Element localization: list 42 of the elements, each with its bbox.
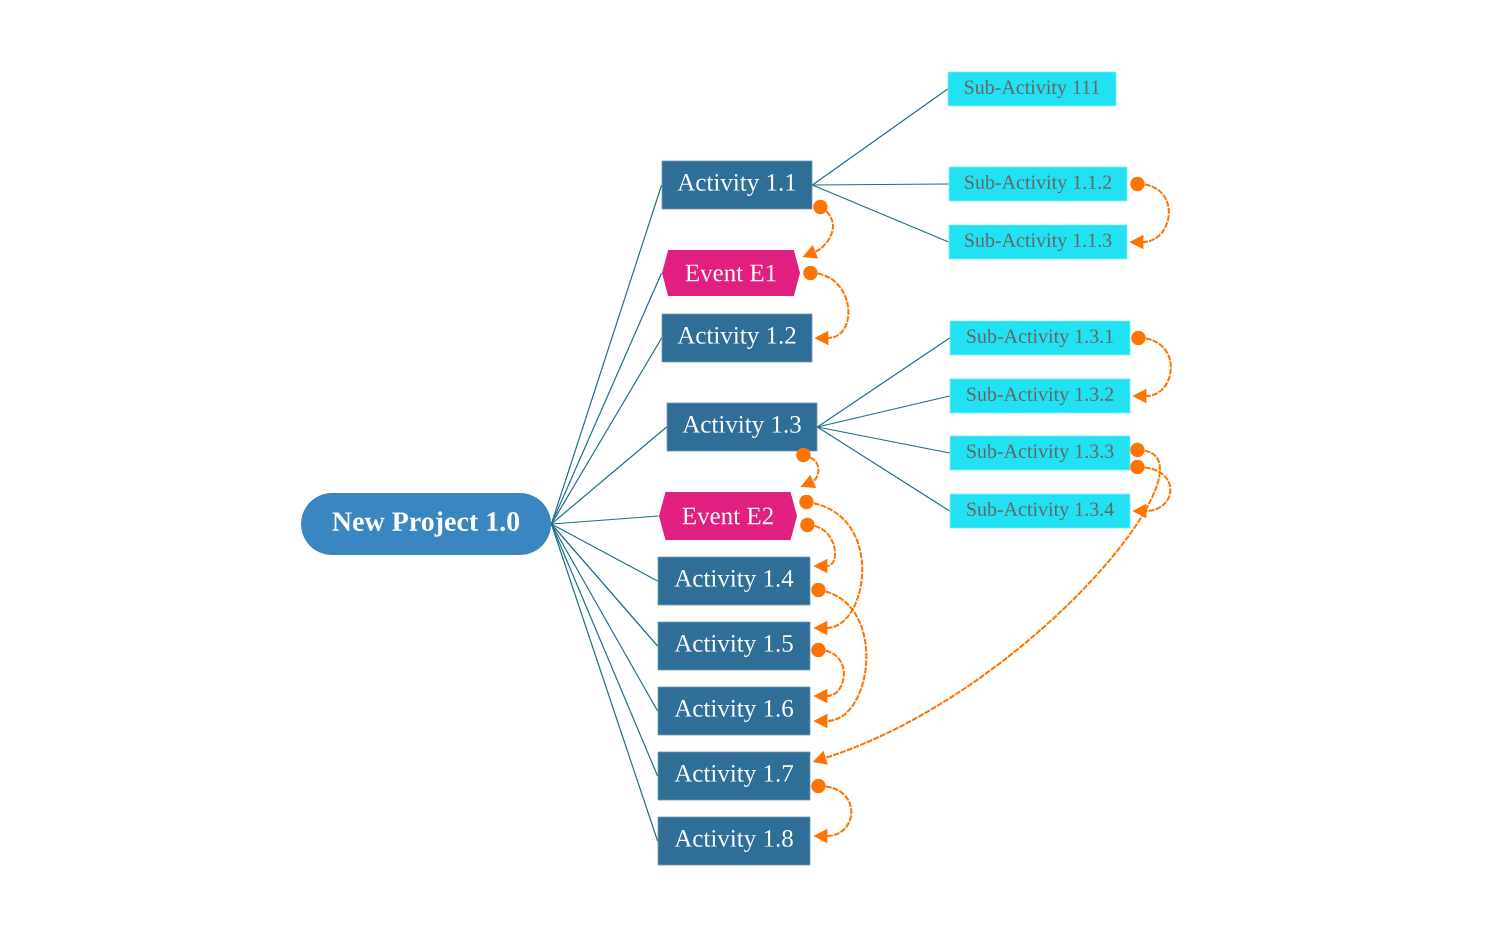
sub-activity-box: Sub-Activity 1.3.4 (949, 493, 1131, 529)
dependency-arrow (799, 494, 864, 636)
activity-box: Activity 1.5 (657, 621, 811, 671)
activity-box: Activity 1.8 (657, 816, 811, 866)
activity-box: Activity 1.4 (657, 556, 811, 606)
sub-activity-box: Sub-Activity 1.3.3 (949, 435, 1131, 471)
activity-box: Activity 1.1 (661, 160, 813, 210)
connector-line (811, 184, 950, 243)
connector-line (550, 337, 663, 525)
event-box: Event E1 (662, 250, 800, 296)
activity-box: Activity 1.6 (657, 686, 811, 736)
dependency-arrow (811, 582, 868, 729)
connector-line (816, 426, 951, 512)
connector-line (550, 426, 668, 525)
dependency-arrow (811, 778, 853, 844)
activity-box: Activity 1.2 (661, 313, 813, 363)
dependency-arrow (1130, 459, 1172, 519)
event-box: Event E2 (659, 492, 797, 540)
sub-activity-box: Sub-Activity 1.1.3 (948, 224, 1128, 260)
sub-activity-box: Sub-Activity 111 (947, 71, 1117, 107)
sub-activity-box: Sub-Activity 1.3.1 (949, 320, 1131, 356)
connector-line (550, 523, 659, 712)
sub-activity-box: Sub-Activity 1.3.2 (949, 378, 1131, 414)
connector-line (816, 426, 951, 454)
connector-line (811, 183, 950, 186)
activity-box: Activity 1.7 (657, 751, 811, 801)
root-node: New Project 1.0 (301, 493, 551, 555)
sub-activity-box: Sub-Activity 1.1.2 (948, 166, 1128, 202)
connector-line (550, 523, 659, 842)
connector-line (816, 395, 951, 428)
dependency-arrow (811, 642, 845, 704)
dependency-arrow (800, 517, 836, 574)
connector-line (550, 272, 663, 525)
connector-line (550, 515, 660, 525)
dependency-arrow (803, 265, 850, 346)
dependency-arrow (1131, 330, 1172, 404)
connector-line (550, 523, 659, 647)
connector-line (816, 337, 951, 428)
activity-box: Activity 1.3 (666, 402, 818, 452)
connector-line (811, 88, 949, 186)
connector-line (550, 523, 659, 582)
dependency-arrow (796, 447, 820, 488)
